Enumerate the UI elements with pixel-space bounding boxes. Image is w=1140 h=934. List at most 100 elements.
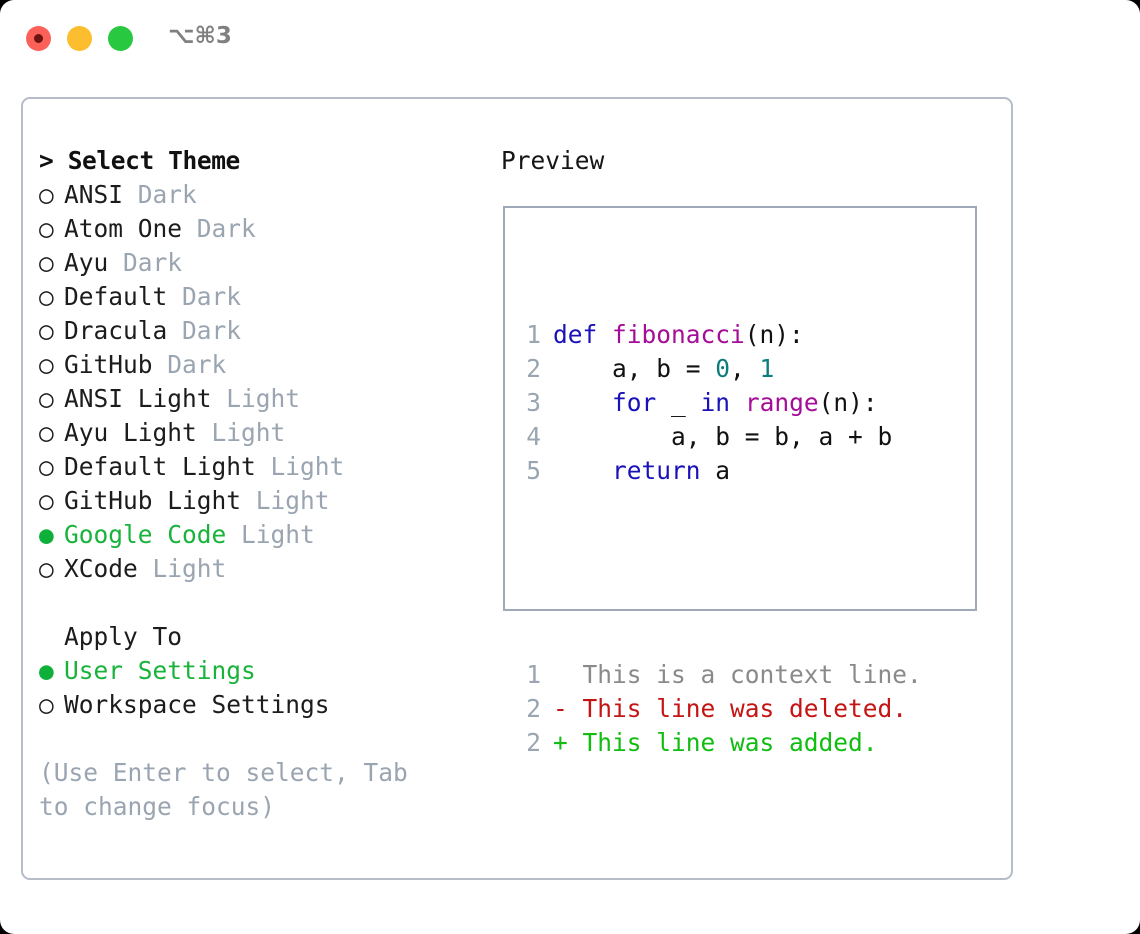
theme-name: XCode bbox=[64, 554, 138, 583]
diff-line: 2 + This line was added. bbox=[517, 726, 922, 760]
diff-line: 1 This is a context line. bbox=[517, 658, 922, 692]
theme-name: GitHub Light bbox=[64, 486, 242, 515]
theme-kind-badge: Light bbox=[255, 452, 345, 481]
theme-list-item[interactable]: ○ ANSI Dark bbox=[39, 178, 479, 212]
code-token: def bbox=[553, 320, 613, 349]
minimize-button[interactable] bbox=[67, 26, 92, 51]
theme-kind-badge: Dark bbox=[152, 350, 227, 379]
code-token bbox=[553, 388, 612, 417]
diff-marker: - bbox=[553, 694, 583, 723]
radio-unselected-icon: ○ bbox=[39, 554, 54, 583]
theme-list-item[interactable]: ○ Ayu Light Light bbox=[39, 416, 479, 450]
code-token: , bbox=[730, 354, 760, 383]
apply-to-option-label: Workspace Settings bbox=[64, 690, 330, 719]
code-token: range bbox=[744, 388, 819, 417]
radio-unselected-icon: ○ bbox=[39, 690, 54, 719]
theme-list-item[interactable]: ● Google Code Light bbox=[39, 518, 479, 552]
theme-name: ANSI Light bbox=[64, 384, 212, 413]
theme-kind-badge: Dark bbox=[167, 282, 242, 311]
theme-list-item[interactable]: ○ ANSI Light Light bbox=[39, 382, 479, 416]
code-token bbox=[553, 456, 612, 485]
code-token: return bbox=[612, 456, 701, 485]
code-line: 1 def fibonacci(n): bbox=[517, 318, 922, 352]
apply-to-option[interactable]: ○ Workspace Settings bbox=[39, 688, 479, 722]
code-token: (n): bbox=[744, 320, 804, 349]
apply-to-label: Apply To bbox=[64, 622, 183, 651]
radio-unselected-icon: ○ bbox=[39, 452, 54, 481]
theme-list-item[interactable]: ○Atom One Dark bbox=[39, 212, 479, 246]
code-line: 5 return a bbox=[517, 454, 922, 488]
theme-list-item[interactable]: ○ Default Light Light bbox=[39, 450, 479, 484]
code-token: in bbox=[700, 388, 731, 417]
theme-name: Dracula bbox=[64, 316, 168, 345]
theme-list-item[interactable]: ○Dracula Dark bbox=[39, 314, 479, 348]
radio-unselected-icon: ○ bbox=[39, 180, 54, 209]
theme-kind-badge: Dark bbox=[182, 214, 256, 243]
theme-picker-header: > Select Theme bbox=[39, 146, 240, 175]
line-number: 2 bbox=[526, 694, 541, 723]
radio-selected-icon: ● bbox=[39, 520, 54, 549]
diff-line: 2- This line was deleted. bbox=[517, 692, 922, 726]
line-number: 5 bbox=[526, 456, 541, 485]
apply-to-option[interactable]: ● User Settings bbox=[39, 654, 479, 688]
diff-marker bbox=[553, 660, 583, 689]
theme-name: Ayu bbox=[64, 248, 109, 277]
theme-kind-badge: Light bbox=[211, 384, 301, 413]
keyboard-shortcut-label: ⌥⌘3 bbox=[168, 23, 232, 49]
title-bar: ⌥⌘3 bbox=[0, 0, 1140, 78]
traffic-light-group bbox=[26, 26, 133, 51]
theme-list: ○ANSI Dark○Atom One Dark○Ayu Dark○Defaul… bbox=[39, 178, 479, 586]
code-token: for bbox=[612, 388, 657, 417]
diff-text: This line was added. bbox=[582, 728, 878, 757]
theme-kind-badge: Dark bbox=[123, 180, 197, 209]
theme-kind-badge: Dark bbox=[167, 316, 242, 345]
radio-unselected-icon: ○ bbox=[39, 350, 54, 379]
diff-text: This is a context line. bbox=[582, 660, 922, 689]
code-token: a, b = b, a + b bbox=[553, 422, 893, 451]
section-spacer bbox=[39, 586, 479, 620]
line-number: 2 bbox=[526, 728, 541, 757]
theme-list-item[interactable]: ○ Ayu Dark bbox=[39, 246, 479, 280]
line-number: 4 bbox=[526, 422, 541, 451]
apply-to-option-label: User Settings bbox=[64, 656, 256, 685]
theme-name: Google Code bbox=[64, 520, 227, 549]
theme-kind-badge: Dark bbox=[108, 248, 183, 277]
radio-unselected-icon: ○ bbox=[39, 418, 54, 447]
theme-list-item[interactable]: ○ XCode Light bbox=[39, 552, 479, 586]
code-token bbox=[730, 388, 745, 417]
maximize-button[interactable] bbox=[108, 26, 133, 51]
code-line: 2 a, b = 0, 1 bbox=[517, 352, 922, 386]
code-diff-separator bbox=[517, 556, 922, 590]
theme-kind-badge: Light bbox=[137, 554, 227, 583]
code-token: a bbox=[700, 456, 731, 485]
close-button[interactable] bbox=[26, 26, 51, 51]
theme-name: Ayu Light bbox=[64, 418, 197, 447]
radio-unselected-icon: ○ bbox=[39, 486, 54, 515]
code-token: (n): bbox=[818, 388, 878, 417]
theme-kind-badge: Light bbox=[226, 520, 315, 549]
line-number: 3 bbox=[526, 388, 541, 417]
theme-name: Default Light bbox=[64, 452, 256, 481]
radio-selected-icon: ● bbox=[39, 656, 54, 685]
radio-unselected-icon: ○ bbox=[39, 214, 54, 243]
radio-unselected-icon: ○ bbox=[39, 248, 54, 277]
line-number: 2 bbox=[526, 354, 541, 383]
radio-unselected-icon: ○ bbox=[39, 384, 54, 413]
theme-list-item[interactable]: ○Default Dark bbox=[39, 280, 479, 314]
code-token: 1 bbox=[759, 354, 775, 383]
diff-marker: + bbox=[553, 728, 583, 757]
diff-text: This line was deleted. bbox=[582, 694, 908, 723]
theme-kind-badge: Light bbox=[196, 418, 286, 447]
code-token: _ bbox=[656, 388, 701, 417]
line-number: 1 bbox=[526, 320, 541, 349]
radio-unselected-icon: ○ bbox=[39, 282, 54, 311]
code-token: 0 bbox=[715, 354, 731, 383]
theme-name: ANSI bbox=[64, 180, 124, 209]
theme-list-item[interactable]: ○GitHub Light Light bbox=[39, 484, 479, 518]
theme-list-item[interactable]: ○GitHub Dark bbox=[39, 348, 479, 382]
code-token: fibonacci bbox=[612, 320, 745, 349]
